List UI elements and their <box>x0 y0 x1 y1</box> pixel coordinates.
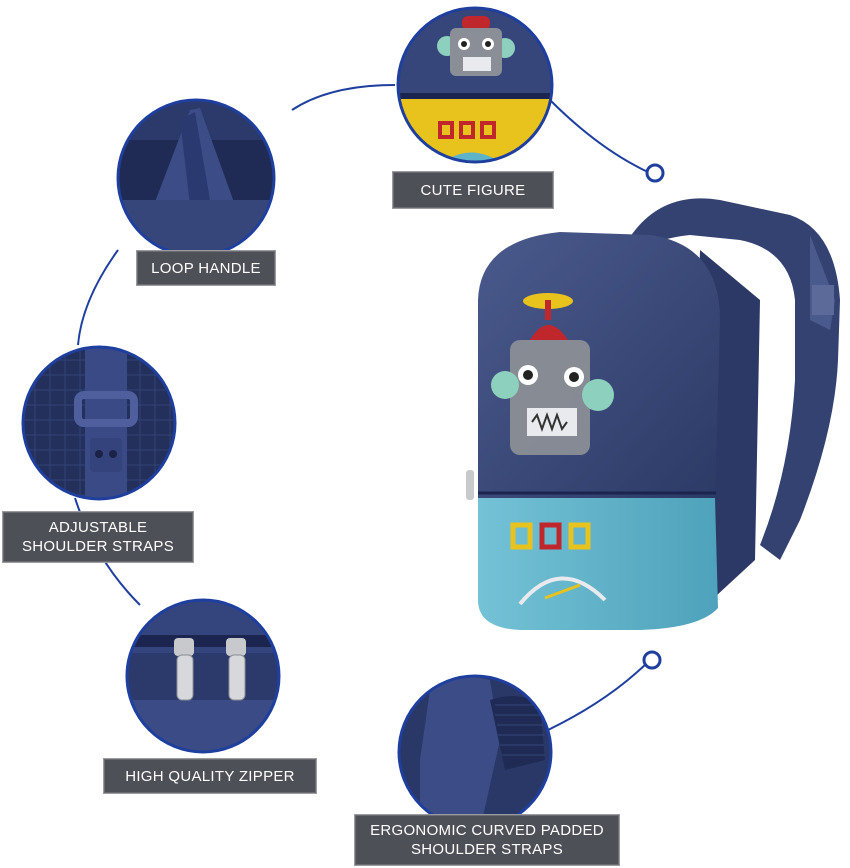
adjustable-straps-label-line2: SHOULDER STRAPS <box>21 538 175 555</box>
loop-handle-label: LOOP HANDLE <box>136 250 276 286</box>
zipper-label-text: HIGH QUALITY ZIPPER <box>125 767 295 785</box>
cute-figure-label: CUTE FIGURE <box>392 171 554 209</box>
padded-straps-label-line1: ERGONOMIC CURVED PADDED <box>370 822 604 839</box>
zipper-pull-icon <box>174 638 246 701</box>
padded-straps-detail-image <box>397 674 553 830</box>
padded-straps-label-line2: SHOULDER STRAPS <box>410 841 564 858</box>
zipper-detail-image <box>125 598 281 754</box>
robot-patch-icon <box>491 293 614 455</box>
zipper-label: HIGH QUALITY ZIPPER <box>103 758 317 794</box>
loop-handle-label-text: LOOP HANDLE <box>151 259 261 277</box>
adjustable-straps-detail-image <box>21 345 177 501</box>
zipper-pull-icon <box>466 470 474 500</box>
buckle-icon <box>74 391 138 427</box>
cute-figure-detail-image <box>396 6 554 164</box>
connector-dot-top <box>645 163 665 183</box>
padded-straps-label: ERGONOMIC CURVED PADDED SHOULDER STRAPS <box>354 814 620 866</box>
adjustable-straps-label-line1: ADJUSTABLE <box>48 519 148 536</box>
loop-handle-detail-image <box>116 98 276 258</box>
backpack-image <box>466 198 840 630</box>
cute-figure-label-text: CUTE FIGURE <box>420 181 526 199</box>
connector-dot-bottom <box>642 650 662 670</box>
adjustable-straps-label: ADJUSTABLE SHOULDER STRAPS <box>2 511 194 563</box>
